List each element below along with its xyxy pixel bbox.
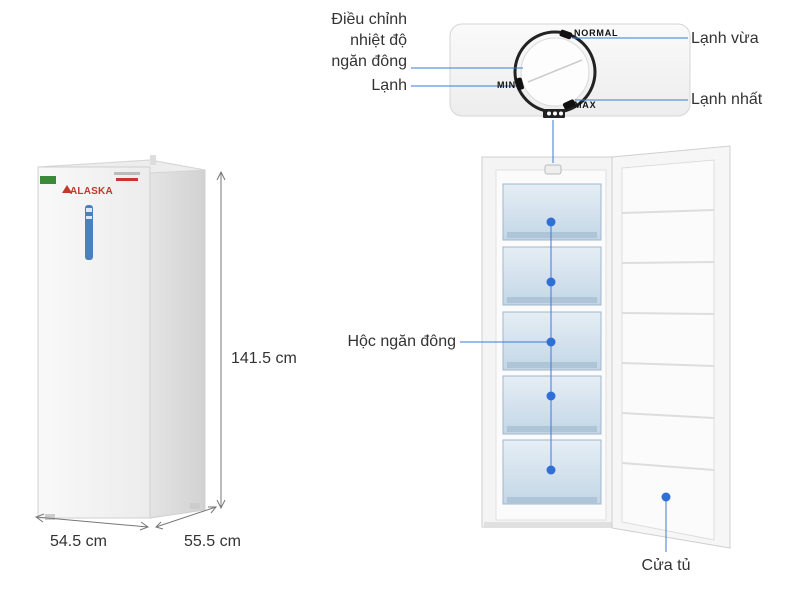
closed-freezer xyxy=(37,155,206,520)
freezer-drawer xyxy=(502,183,602,241)
dial-min-label: MIN xyxy=(497,80,516,90)
width-dimension: 54.5 cm xyxy=(50,533,107,550)
open-door xyxy=(611,145,731,549)
alaska-logo-icon xyxy=(62,185,72,193)
energy-label-icon xyxy=(40,176,56,184)
height-dimension: 141.5 cm xyxy=(231,350,297,367)
freezer-drawers-label: Hộc ngăn đông xyxy=(347,333,456,350)
callout-dots xyxy=(546,217,671,502)
coldest-label: Lạnh nhất xyxy=(691,91,763,108)
temp-control-label-line3: ngăn đông xyxy=(331,53,407,70)
temp-control-label-line1: Điều chỉnh xyxy=(331,11,407,28)
control-panel-closeup xyxy=(449,23,691,118)
open-freezer xyxy=(481,145,731,549)
foot xyxy=(190,503,200,509)
foot xyxy=(45,514,55,520)
temp-control-label-line2: nhiệt độ xyxy=(350,32,407,49)
depth-dimension: 55.5 cm xyxy=(184,533,241,550)
control-panel-strip xyxy=(85,205,93,260)
control-knob xyxy=(544,164,562,175)
freezer-drawer xyxy=(502,246,602,306)
cold-label: Lạnh xyxy=(371,77,407,94)
dial-max-label: MAX xyxy=(574,100,597,110)
freezer-drawer xyxy=(502,375,602,435)
freezer-drawer xyxy=(502,311,602,371)
dial-normal-label: NORMAL xyxy=(574,28,619,38)
brand-logo-text: ALASKA xyxy=(70,186,113,197)
dimension-lines xyxy=(34,170,226,531)
door-label: Cửa tủ xyxy=(641,557,691,574)
medium-cold-label: Lạnh vừa xyxy=(691,30,759,47)
